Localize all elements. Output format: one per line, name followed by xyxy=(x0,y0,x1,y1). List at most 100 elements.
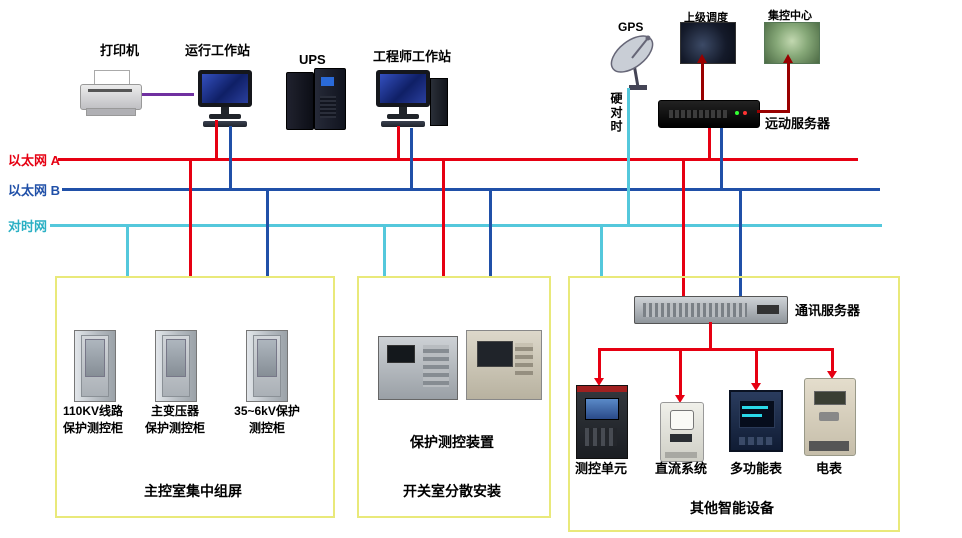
cabinet-window xyxy=(166,339,186,377)
engineer-workstation-image xyxy=(372,70,448,128)
ups-label: UPS xyxy=(299,52,326,67)
device-keypad xyxy=(515,343,533,375)
dist-arrow-measure-unit xyxy=(594,378,604,386)
meter-lcd xyxy=(814,391,846,405)
cabinet-transformer-label-line1: 主变压器 xyxy=(150,404,199,418)
ethernet-b-bus-line xyxy=(62,188,880,191)
meter-dial xyxy=(670,410,694,430)
drop-engineer-ws-b xyxy=(410,128,413,188)
server-vents xyxy=(643,303,747,317)
zone-main-control-room xyxy=(55,276,335,518)
monitor-neck xyxy=(221,107,229,114)
dist-arrow-e-meter xyxy=(827,371,837,379)
drop-zone3-a xyxy=(682,160,685,296)
dist-drop-mf-meter xyxy=(755,348,758,383)
time-net-label: 对时网 xyxy=(8,219,48,234)
rack-ports xyxy=(669,110,727,118)
energy-meter-image xyxy=(804,378,856,456)
engineer-workstation-label: 工程师工作站 xyxy=(373,49,452,64)
uplink-control-line xyxy=(787,62,790,113)
operator-workstation-label: 运行工作站 xyxy=(185,43,251,58)
zone-switch-room xyxy=(357,276,551,518)
drop-zone3-time xyxy=(600,226,603,276)
drop-zone1-b xyxy=(266,190,269,276)
ups-image xyxy=(284,66,346,130)
monitor-base xyxy=(387,114,419,119)
display-line1 xyxy=(742,406,768,409)
telecontrol-server-image xyxy=(658,100,760,128)
cabinet-transformer-label-line2: 保护测控柜 xyxy=(144,421,205,435)
gps-dish-icon xyxy=(604,30,662,92)
dc-system-image xyxy=(660,402,704,462)
control-center-label: 集控中心 xyxy=(768,10,812,22)
dispatch-center-image xyxy=(680,22,736,64)
cabinet-window xyxy=(85,339,105,377)
ethernet-a-label: 以太网 A xyxy=(8,153,61,168)
ethernet-a-bus-line xyxy=(58,158,858,161)
cabinet-35kv-label-line2: 测控柜 xyxy=(248,421,285,435)
printer-tray xyxy=(86,108,136,116)
drop-zone1-a xyxy=(189,160,192,276)
drop-gps-time-sync xyxy=(627,88,630,226)
monitor-base xyxy=(209,114,241,119)
uplink-control-hline xyxy=(757,110,790,113)
meter-base xyxy=(665,452,697,458)
dist-drop-dc-system xyxy=(679,348,682,395)
drop-zone1-time xyxy=(126,226,129,276)
monitor-screen xyxy=(376,70,430,107)
drop-zone3-b xyxy=(739,190,742,296)
comm-server-image xyxy=(634,296,788,324)
gps-label: GPS xyxy=(618,20,644,34)
server-badge xyxy=(757,305,779,314)
cabinet-window xyxy=(257,339,277,377)
device-screen xyxy=(585,398,619,420)
drop-zone2-time xyxy=(383,226,386,276)
meter-keys xyxy=(739,437,773,445)
drop-zone2-a xyxy=(442,160,445,276)
drop-engineer-ws-a xyxy=(397,126,400,158)
uplink-dispatch-arrow xyxy=(697,54,707,63)
operator-workstation-image xyxy=(194,70,258,128)
zone2-title: 开关室分散安装 xyxy=(403,483,501,499)
protection-device-1-image xyxy=(378,336,458,400)
pc-tower xyxy=(430,78,448,126)
monitor-screen xyxy=(198,70,252,107)
zone3-title: 其他智能设备 xyxy=(690,500,774,516)
dist-trunk-line xyxy=(709,322,712,348)
cabinet-35kv-image xyxy=(246,330,288,402)
drop-operator-ws-a xyxy=(215,120,218,158)
dist-drop-measure-unit xyxy=(598,348,601,378)
measure-unit-image xyxy=(576,385,628,459)
protection-device-label: 保护测控装置 xyxy=(410,434,494,450)
cabinet-transformer-image xyxy=(155,330,197,402)
dispatch-label: 上级调度 xyxy=(684,12,728,24)
device-screen xyxy=(387,345,415,363)
dist-arrow-mf-meter xyxy=(751,383,761,391)
drop-operator-ws-b xyxy=(229,126,232,188)
multifunction-meter-label: 多功能表 xyxy=(729,461,782,476)
printer-label: 打印机 xyxy=(100,43,140,58)
telecontrol-server-label: 远动服务器 xyxy=(765,116,831,131)
cabinet-transformer-label: 主变压器 保护测控柜 xyxy=(132,402,218,436)
cabinet-35kv-label-line1: 35~6kV保护 xyxy=(234,404,300,418)
uplink-dispatch-line xyxy=(701,62,704,100)
hard-time-sync-label: 硬对时 xyxy=(609,92,623,134)
zone1-title: 主控室集中组屏 xyxy=(144,483,242,499)
led-green xyxy=(735,111,739,115)
ups-vent xyxy=(320,96,336,118)
monitor-neck xyxy=(399,107,407,114)
display-line2 xyxy=(742,414,762,417)
drop-zone2-b xyxy=(489,190,492,276)
multifunction-meter-image xyxy=(729,390,783,452)
ethernet-b-label: 以太网 B xyxy=(8,183,61,198)
cabinet-110kv-label-line1: 110KV线路 xyxy=(62,404,124,418)
device-stripe xyxy=(577,386,627,392)
cabinet-110kv-label: 110KV线路 保护测控柜 xyxy=(46,402,140,436)
printer-body xyxy=(80,84,142,110)
monitor-keyboard xyxy=(381,121,425,127)
monitor-keyboard xyxy=(203,121,247,127)
ups-display xyxy=(321,77,334,86)
meter-dial xyxy=(819,412,839,421)
ups-tower-left xyxy=(286,72,314,130)
